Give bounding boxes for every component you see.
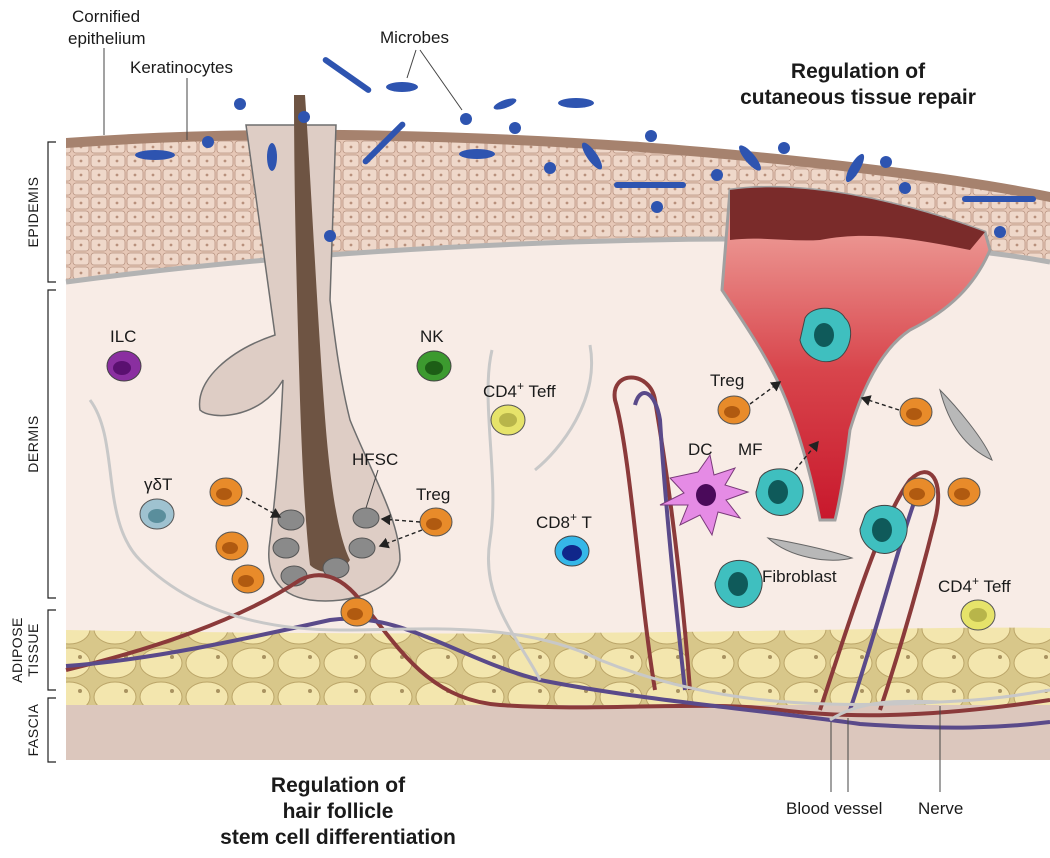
hair-shaft [294,95,350,572]
label-hfsc: HFSC [352,450,398,469]
microbe-rod [845,153,865,183]
microbe-rod [459,149,495,159]
blood-vessel-loop-right [818,470,941,711]
cell-gdt [139,498,175,530]
label-cd4-teff: CD4+ Teff [483,379,556,401]
microbe-rod [386,82,418,92]
microbe-coccus [234,98,246,110]
microbe-coccus [544,162,556,174]
title-hair-line1: Regulation of [271,774,406,797]
microbe-rod [493,98,517,110]
cell-ilc [106,350,142,382]
label-cd8: CD8+ T [536,510,592,532]
vein-loop [633,391,687,691]
label-nerve: Nerve [918,799,963,818]
microbe-coccus [202,136,214,148]
title-repair-line2: cutaneous tissue repair [740,86,976,109]
microbe-rod [739,145,761,171]
blood-vessel-loop [612,375,692,691]
label-gdt: γδT [144,475,172,494]
microbe-rod [267,143,277,171]
microbe-coccus [651,201,663,213]
hfsc-cluster [272,507,380,587]
fibroblast-cell [766,537,854,561]
migration-arrows [245,381,900,549]
fibroblasts [766,388,993,561]
title-hair-line2: hair follicle [283,800,394,823]
arrow [794,440,819,471]
label-keratinocytes: Keratinocytes [130,58,233,77]
layer-brackets [47,141,56,763]
microbe-rod [558,98,594,108]
layer-label-tissue: TISSUE [25,623,41,677]
microbe-rod [962,196,1036,202]
vein-loop-right [848,499,917,711]
label-nk: NK [420,327,444,346]
label-treg-wound: Treg [710,371,744,390]
treg-nuclei [216,406,970,620]
arrow [749,381,782,405]
microbe-rod [322,57,372,93]
cell-cd4-teff [490,404,526,436]
pointer-lines [103,48,941,792]
nerves [88,344,1050,722]
adipose-layer [66,612,1050,705]
cell-cd4-teff-2 [960,599,996,631]
microbe-coccus [778,142,790,154]
microbe-rod [614,182,686,188]
microbe-coccus [509,122,521,134]
microbe-coccus [298,111,310,123]
title-hair-line3: stem cell differentiation [220,826,456,849]
layer-label-epidermis: EPIDEMIS [25,177,41,248]
cell-cd8-t [554,535,590,567]
microbe-rod [362,121,406,165]
fibroblast-cell [939,388,993,461]
label-microbes: Microbes [380,28,449,47]
title-repair-line1: Regulation of [791,60,926,83]
label-treg-follicle: Treg [416,485,450,504]
nerve-branch [534,344,593,472]
macrophages [714,307,908,608]
label-blood-vessel: Blood vessel [786,799,882,818]
arrow [380,514,421,526]
label-dc: DC [688,440,713,459]
nerve-branch [829,699,941,722]
microbe-coccus [324,230,336,242]
microbe-coccus [880,156,892,168]
microbe-coccus [711,169,723,181]
arrow [378,529,423,549]
layer-label-adipose: ADIPOSE [9,617,25,683]
label-cd4-teff-2: CD4+ Teff [938,574,1011,596]
microbe-rod [135,150,175,160]
label-fibroblast: Fibroblast [762,567,837,586]
microbe-coccus [994,226,1006,238]
nerve-branch [486,349,542,681]
label-mf: MF [738,440,763,459]
microbe-coccus [460,113,472,125]
layer-label-dermis: DERMIS [25,415,41,472]
label-epithelium: epithelium [68,29,146,48]
label-cornified: Cornified [72,7,140,26]
wound-scab [730,187,985,250]
microbe-coccus [645,130,657,142]
microbes [135,57,1036,242]
layer-label-fascia: FASCIA [25,703,41,756]
microbe-rod [581,142,603,170]
label-ilc: ILC [110,327,136,346]
microbe-coccus [899,182,911,194]
cell-nk [416,350,452,382]
cell-dc [659,453,750,537]
